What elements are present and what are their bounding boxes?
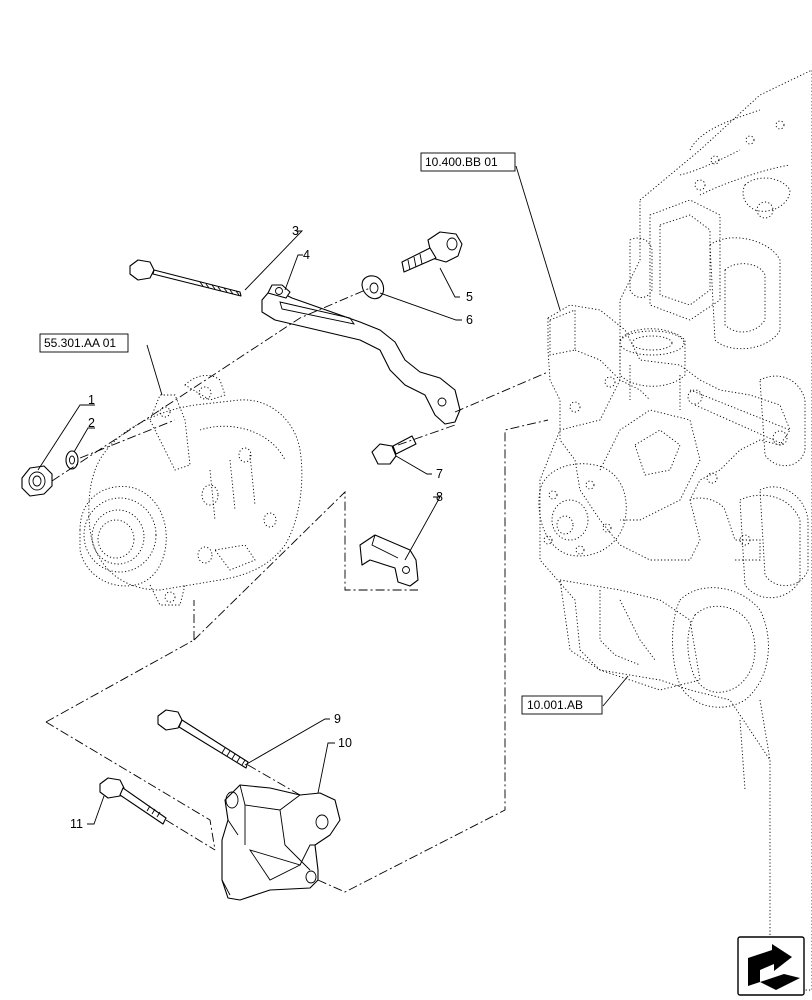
assembly-centerlines <box>45 287 549 893</box>
callout-2: 2 <box>88 416 95 430</box>
leader-lines <box>37 165 629 825</box>
ref-engine-block[interactable]: 10.001.AB <box>527 698 583 712</box>
ref-water-pump[interactable]: 10.400.BB 01 <box>425 155 498 169</box>
callout-1: 1 <box>88 393 95 407</box>
callout-7: 7 <box>436 467 443 481</box>
callout-6: 6 <box>466 313 473 327</box>
ref-alternator[interactable]: 55.301.AA 01 <box>44 336 116 350</box>
part-8-clip <box>359 534 419 587</box>
part-9-long-bolt <box>157 709 249 769</box>
part-4-adjusting-bracket <box>261 284 461 425</box>
part-6-washer <box>361 275 385 300</box>
callout-3: 3 <box>292 224 299 238</box>
callout-9: 9 <box>334 712 341 726</box>
callout-5: 5 <box>466 290 473 304</box>
engine-block <box>539 69 812 991</box>
callout-numbers: 1 2 3 4 5 6 7 8 9 10 11 <box>70 224 473 831</box>
part-5-bolt <box>401 231 463 273</box>
callout-8: 8 <box>436 490 443 504</box>
callout-4: 4 <box>303 248 310 262</box>
water-pump <box>538 304 809 587</box>
callout-11: 11 <box>70 817 83 831</box>
part-11-bolt <box>99 777 167 825</box>
part-2-washer <box>65 450 79 470</box>
next-page-arrow-icon[interactable] <box>737 936 805 996</box>
callout-10: 10 <box>338 736 352 750</box>
part-10-mounting-bracket <box>221 784 341 901</box>
alternator <box>79 374 303 606</box>
part-3-long-bolt <box>129 259 242 297</box>
reference-labels[interactable]: 55.301.AA 01 10.400.BB 01 10.001.AB <box>39 152 603 715</box>
part-7-bolt <box>371 435 417 465</box>
part-1-nut <box>21 465 53 497</box>
